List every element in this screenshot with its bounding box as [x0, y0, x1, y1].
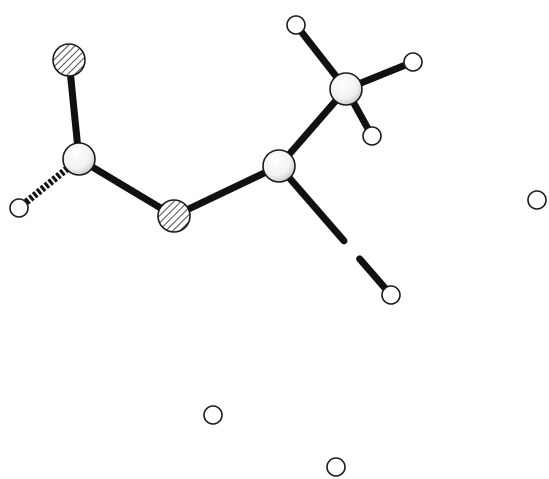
- atom-h4: [362, 126, 382, 146]
- atom-c3: [329, 72, 363, 106]
- atom-w2: [203, 405, 223, 425]
- atoms-layer: [9, 15, 547, 477]
- bond-c2-c3: [275, 85, 350, 170]
- atom-w3: [326, 457, 346, 477]
- atom-o1: [157, 199, 191, 233]
- bond-c2-h5: [275, 162, 395, 299]
- bond-c1-o1: [75, 155, 178, 220]
- atom-h3: [403, 52, 423, 72]
- atom-h1: [9, 198, 29, 218]
- atom-c1: [62, 142, 96, 176]
- atom-x1: [52, 43, 86, 77]
- bond-o1-c2: [170, 162, 283, 220]
- atom-h2: [286, 15, 306, 35]
- atom-w1: [527, 190, 547, 210]
- atom-h5: [381, 285, 401, 305]
- atom-c2: [262, 149, 296, 183]
